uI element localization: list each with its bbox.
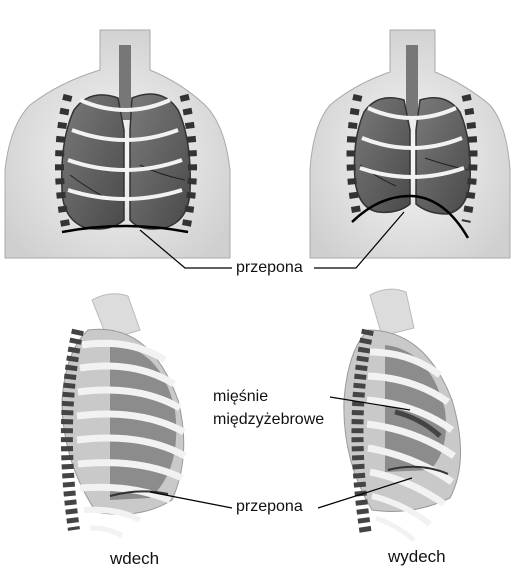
caption-inhale: wdech <box>110 549 159 569</box>
label-diaphragm-top: przepona <box>236 259 303 277</box>
neck-silhouette <box>370 289 414 336</box>
label-intercostal-line1: mięśnie <box>213 388 268 406</box>
front-view-inhale <box>5 30 230 258</box>
trachea <box>406 45 418 120</box>
front-view-exhale <box>310 30 510 258</box>
label-diaphragm-bottom: przepona <box>236 498 303 516</box>
side-view-exhale <box>344 289 461 540</box>
label-intercostal-line2: międzyżebrowe <box>213 411 324 429</box>
caption-exhale: wydech <box>388 547 446 567</box>
side-view-inhale <box>62 294 185 536</box>
